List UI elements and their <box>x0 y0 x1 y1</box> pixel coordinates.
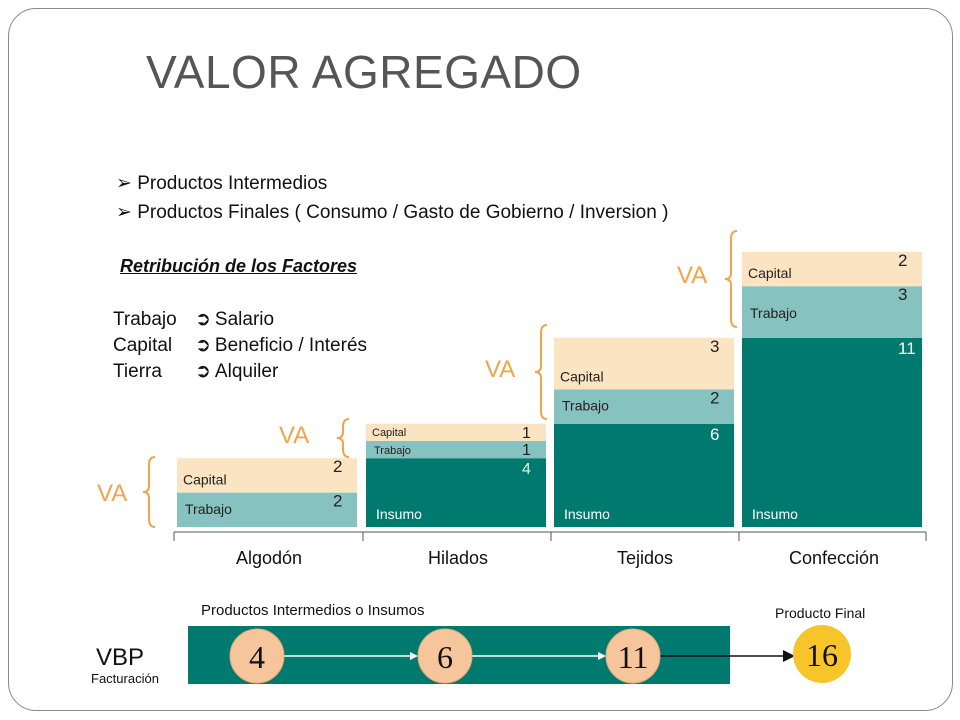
va-label: VA <box>279 422 309 449</box>
bar-label-trabajo: Trabajo <box>750 305 797 321</box>
factors-list: Trabajo➲Salario Capital➲Beneficio / Inte… <box>113 307 367 385</box>
factor-name: Trabajo <box>113 309 177 330</box>
bar-label-capital: Capital <box>183 472 227 488</box>
final-node <box>793 625 851 683</box>
flow-node <box>417 628 473 684</box>
bar-capital <box>742 251 922 287</box>
bar-label-insumo: Insumo <box>376 506 422 522</box>
bar-label-insumo: Insumo <box>752 506 798 522</box>
bar-value-insumo: 4 <box>522 461 531 478</box>
va-brace <box>534 324 548 420</box>
bar-value-insumo: 6 <box>710 425 719 444</box>
x-tick-label: Tejidos <box>617 548 673 568</box>
arrow-icon: ➲ <box>195 335 211 356</box>
bar-value-trabajo: 1 <box>522 442 531 459</box>
bar-capital <box>177 458 357 493</box>
bullet-list: Productos Intermedios Productos Finales … <box>116 169 668 227</box>
factor-return: Beneficio / Interés <box>214 335 368 356</box>
arrow-icon: ➲ <box>195 361 211 382</box>
flow-node-value: 11 <box>618 639 649 675</box>
flow-node <box>605 628 661 684</box>
bar-value-trabajo: 2 <box>710 388 719 407</box>
flow-node-value: 4 <box>249 639 265 675</box>
factor-name: Tierra <box>113 361 162 382</box>
bar-capital <box>366 423 546 441</box>
va-label: VA <box>677 262 707 289</box>
bar-value-trabajo: 3 <box>898 285 907 304</box>
bar-value-capital: 2 <box>333 457 342 476</box>
final-node-value: 16 <box>806 637 838 673</box>
bar-value-capital: 2 <box>898 251 907 270</box>
bar-value-capital: 1 <box>522 425 531 442</box>
bar-value-trabajo: 2 <box>333 492 342 511</box>
bar-label-trabajo: Trabajo <box>562 398 609 414</box>
bar-label-capital: Capital <box>560 368 604 384</box>
slide: VALOR AGREGADO Productos Intermedios Pro… <box>8 8 953 711</box>
bar-trabajo <box>554 389 734 424</box>
factor-return: Alquiler <box>214 361 279 382</box>
bar-label-capital: Capital <box>372 427 406 439</box>
retribucion-title: Retribución de los Factores <box>120 256 358 276</box>
x-tick-label: Algodón <box>236 548 302 568</box>
x-tick-label: Confección <box>789 548 879 568</box>
final-label: Producto Final <box>775 605 865 621</box>
bar-label-trabajo: Trabajo <box>374 445 411 457</box>
value-added-diagram: CapitalTrabajo22CapitalTrabajoInsumo114C… <box>91 230 927 686</box>
factor-row: Capital ➲Beneficio / Interés <box>113 333 367 359</box>
bar-trabajo <box>177 492 357 527</box>
vbp-sublabel: Facturación <box>91 671 159 686</box>
x-tick-label: Hilados <box>428 548 488 568</box>
factor-name: Capital <box>113 335 173 356</box>
va-label: VA <box>485 356 515 383</box>
factor-return: Salario <box>214 309 275 330</box>
bar-insumo <box>554 423 734 527</box>
flow-arrowhead <box>598 652 606 660</box>
bar-capital <box>554 337 734 390</box>
factor-row: Tierra ➲Alquiler <box>113 359 367 385</box>
bar-insumo <box>742 337 922 527</box>
final-arrowhead <box>783 650 795 662</box>
bar-value-capital: 3 <box>710 337 719 356</box>
flow-node-value: 6 <box>437 639 453 675</box>
flow-node <box>229 628 285 684</box>
intermediate-label: Productos Intermedios o Insumos <box>201 602 424 619</box>
arrow-icon: ➲ <box>195 309 211 330</box>
va-label: VA <box>97 480 127 507</box>
slide-title: VALOR AGREGADO <box>146 46 582 98</box>
factor-row: Trabajo ➲Salario <box>113 307 367 333</box>
bar-insumo <box>366 458 546 527</box>
bar-value-insumo: 11 <box>898 339 916 358</box>
bar-trabajo <box>742 286 922 338</box>
va-brace <box>336 418 350 458</box>
flow-arrowhead <box>410 652 418 660</box>
bar-label-trabajo: Trabajo <box>185 501 232 517</box>
vbp-label: VBP <box>96 644 144 671</box>
va-brace <box>724 230 738 328</box>
bullet-item: Productos Intermedios <box>116 169 668 198</box>
va-brace <box>142 456 156 528</box>
bar-label-insumo: Insumo <box>564 506 610 522</box>
bullet-item: Productos Finales ( Consumo / Gasto de G… <box>116 198 668 227</box>
bar-label-capital: Capital <box>748 265 792 281</box>
bar-trabajo <box>366 441 546 459</box>
